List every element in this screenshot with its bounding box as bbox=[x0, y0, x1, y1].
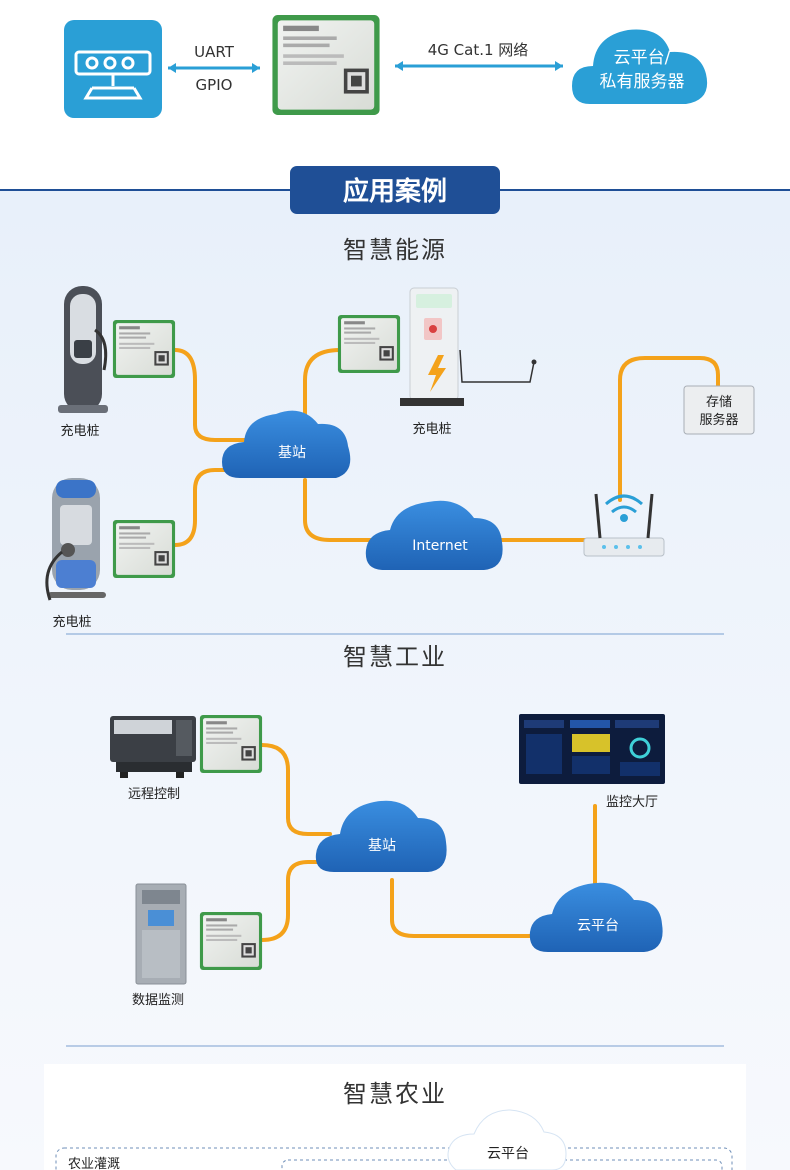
storage-label-line1: 存储 bbox=[706, 395, 732, 410]
internet-label: Internet bbox=[412, 538, 468, 554]
agri-cloud bbox=[447, 1109, 567, 1170]
agri-title: 智慧农业 bbox=[343, 1080, 447, 1108]
agri-panel bbox=[44, 1064, 746, 1170]
charger-label-left-bottom: 充电桩 bbox=[52, 614, 91, 630]
monitor-hall-screen bbox=[519, 714, 665, 784]
module-chip-industry-2 bbox=[199, 912, 263, 970]
energy-links bbox=[173, 348, 720, 547]
section-banner: 应用案例 bbox=[343, 176, 447, 207]
module-chip-industry-1 bbox=[199, 715, 263, 773]
4g-module-chip bbox=[272, 15, 380, 115]
agri-irrigation-label: 农业灌溉 bbox=[68, 1157, 120, 1170]
base-station-label: 基站 bbox=[278, 444, 306, 461]
industry-title: 智慧工业 bbox=[343, 643, 447, 671]
agri-cloud-label: 云平台 bbox=[487, 1146, 529, 1162]
cloud-label-line1: 云平台/ bbox=[614, 48, 671, 68]
link-label-uart: UART bbox=[194, 43, 235, 61]
base-station-cloud bbox=[222, 410, 351, 478]
link-label-gpio: GPIO bbox=[196, 76, 233, 94]
energy-title: 智慧能源 bbox=[343, 236, 447, 264]
router-icon bbox=[583, 493, 665, 557]
industry-links bbox=[260, 743, 597, 942]
internet-cloud bbox=[365, 500, 503, 570]
section-banner-bg bbox=[290, 166, 500, 214]
industry-cloud-platform bbox=[529, 882, 663, 952]
module-chip-energy-3 bbox=[337, 315, 401, 373]
charger-left-top bbox=[58, 286, 108, 413]
charger-right bbox=[400, 287, 537, 406]
charger-label-left-top: 充电桩 bbox=[60, 423, 99, 439]
remote-control-machine bbox=[110, 716, 196, 778]
agri-irrigation-frame bbox=[55, 1147, 733, 1170]
sensor-device-icon bbox=[64, 20, 162, 118]
cloud-label-line2: 私有服务器 bbox=[600, 72, 685, 92]
charger-label-right: 充电桩 bbox=[412, 421, 451, 437]
sensor-glyph bbox=[74, 50, 152, 100]
monitor-hall-label: 监控大厅 bbox=[606, 795, 658, 810]
industry-base-label: 基站 bbox=[368, 837, 396, 854]
industry-cloud-label: 云平台 bbox=[577, 918, 619, 934]
storage-label-line2: 服务器 bbox=[699, 412, 738, 428]
data-monitor-label: 数据监测 bbox=[132, 993, 184, 1008]
storage-server-box bbox=[683, 385, 755, 435]
remote-control-label: 远程控制 bbox=[128, 787, 180, 802]
industry-base-cloud bbox=[315, 800, 447, 872]
data-monitor-cabinet bbox=[135, 883, 187, 985]
link-label-4g: 4G Cat.1 网络 bbox=[428, 41, 529, 59]
module-chip-energy-1 bbox=[112, 320, 176, 378]
cloud-server-icon bbox=[572, 29, 708, 104]
charger-left-bottom bbox=[45, 478, 106, 601]
top-strip: UART GPIO 4G Cat.1 网络 云平台/ 私有服务器 bbox=[64, 15, 708, 118]
module-chip-energy-2 bbox=[112, 520, 176, 578]
